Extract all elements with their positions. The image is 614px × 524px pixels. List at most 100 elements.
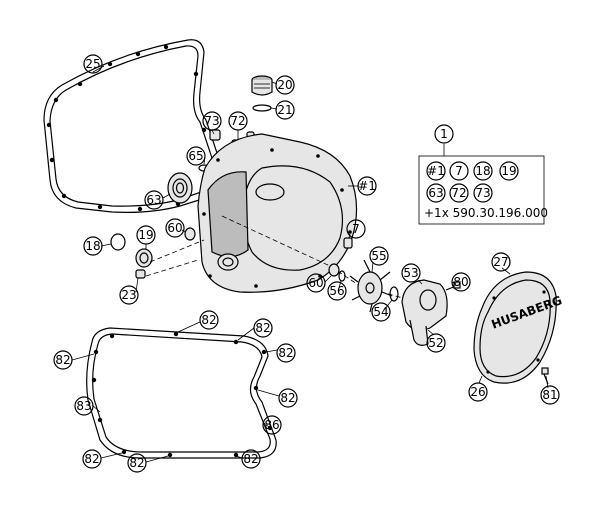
callout-27: 27 — [491, 252, 511, 272]
shaft-seal — [135, 248, 153, 268]
washer-56 — [338, 270, 346, 282]
svg-text:18: 18 — [85, 239, 100, 253]
svg-text:56: 56 — [329, 284, 344, 298]
svg-text:55: 55 — [371, 249, 386, 263]
svg-text:86: 86 — [264, 418, 279, 432]
spacer-sleeve — [135, 269, 146, 279]
bearing — [167, 172, 193, 204]
callout-80: 80 — [451, 272, 471, 292]
svg-text:82: 82 — [201, 313, 216, 327]
clutch-cover — [197, 133, 358, 293]
svg-text:25: 25 — [85, 57, 100, 71]
svg-text:19: 19 — [501, 164, 516, 178]
svg-text:73: 73 — [475, 186, 490, 200]
svg-text:60: 60 — [167, 221, 182, 235]
svg-text:82: 82 — [55, 353, 70, 367]
svg-text:#1: #1 — [358, 179, 376, 193]
callout-73: 73 — [202, 111, 222, 131]
legend-item: 7 — [449, 161, 469, 181]
callout-53: 53 — [401, 263, 421, 283]
callout-21: 21 — [275, 100, 295, 120]
legend-item: 73 — [473, 183, 493, 203]
svg-text:52: 52 — [428, 336, 443, 350]
callout-23: 23 — [119, 285, 139, 305]
svg-text:53: 53 — [403, 266, 418, 280]
circlip — [110, 233, 126, 251]
callout-7: 7 — [346, 219, 366, 239]
legend-item: 19 — [499, 161, 519, 181]
svg-text:73: 73 — [204, 114, 219, 128]
callout-82-e: 82 — [278, 388, 298, 408]
legend-item: #1 — [426, 161, 446, 181]
svg-text:82: 82 — [278, 346, 293, 360]
callout-60-b: 60 — [306, 273, 326, 293]
callout-18: 18 — [83, 236, 103, 256]
legend-item: 18 — [473, 161, 493, 181]
oil-filler-plug — [251, 75, 273, 96]
svg-text:82: 82 — [243, 452, 258, 466]
ignition-cover: HUSABERG — [473, 271, 564, 384]
callout-54: 54 — [371, 302, 391, 322]
callout-hash1: #1 — [357, 176, 377, 196]
svg-text:1: 1 — [440, 127, 448, 141]
svg-text:82: 82 — [280, 391, 295, 405]
shaft-seal-60 — [328, 263, 340, 277]
svg-text:82: 82 — [255, 321, 270, 335]
dowel-sleeve — [209, 129, 221, 141]
svg-text:81: 81 — [542, 388, 557, 402]
svg-text:80: 80 — [453, 275, 468, 289]
legend-box — [418, 155, 545, 225]
small-o-ring-60 — [184, 227, 196, 241]
callout-20: 20 — [275, 75, 295, 95]
svg-text:26: 26 — [470, 385, 485, 399]
callout-25: 25 — [83, 54, 103, 74]
svg-text:27: 27 — [493, 255, 508, 269]
callout-52: 52 — [426, 333, 446, 353]
svg-text:18: 18 — [475, 164, 490, 178]
callout-19: 19 — [136, 225, 156, 245]
svg-text:72: 72 — [451, 186, 466, 200]
assembly-line-left — [149, 239, 205, 263]
svg-text:82: 82 — [84, 452, 99, 466]
bolt-80 — [445, 281, 461, 291]
plug-o-ring — [252, 104, 272, 112]
callout-82-d: 82 — [53, 350, 73, 370]
svg-text:63: 63 — [146, 193, 161, 207]
svg-text:60: 60 — [308, 276, 323, 290]
callout-72: 72 — [228, 111, 248, 131]
callout-56: 56 — [327, 281, 347, 301]
callout-86: 86 — [262, 415, 282, 435]
svg-text:72: 72 — [230, 114, 245, 128]
kit-legend: 1 #1 7 18 19 63 72 73 +1x 590.30.196.000 — [418, 124, 548, 225]
callout-82-c: 82 — [276, 343, 296, 363]
callout-63: 63 — [144, 190, 164, 210]
svg-text:82: 82 — [129, 456, 144, 470]
callout-81: 81 — [540, 385, 560, 405]
callout-82-h: 82 — [241, 449, 261, 469]
svg-text:7: 7 — [455, 164, 463, 178]
legend-note: +1x 590.30.196.000 — [424, 206, 548, 220]
svg-text:23: 23 — [121, 288, 136, 302]
water-pump-cover — [401, 279, 448, 346]
callout-83: 83 — [74, 396, 94, 416]
crankcase-gasket — [86, 327, 277, 459]
callout-82-a: 82 — [199, 310, 219, 330]
dowel-pin-7 — [343, 237, 353, 249]
assembly-line-lower — [145, 259, 199, 277]
leader-lines — [71, 65, 549, 463]
svg-text:20: 20 — [277, 78, 292, 92]
svg-text:19: 19 — [138, 228, 153, 242]
clutch-cover-gasket — [43, 39, 224, 213]
callout-82-f: 82 — [82, 449, 102, 469]
svg-text:#1: #1 — [427, 164, 445, 178]
callout-26: 26 — [468, 382, 488, 402]
callout-60: 60 — [165, 218, 185, 238]
callout-65: 65 — [186, 146, 206, 166]
svg-text:63: 63 — [428, 186, 443, 200]
callout-55: 55 — [369, 246, 389, 266]
o-ring-54 — [389, 286, 399, 302]
svg-text:54: 54 — [373, 305, 388, 319]
svg-text:7: 7 — [352, 222, 360, 236]
svg-text:83: 83 — [76, 399, 91, 413]
